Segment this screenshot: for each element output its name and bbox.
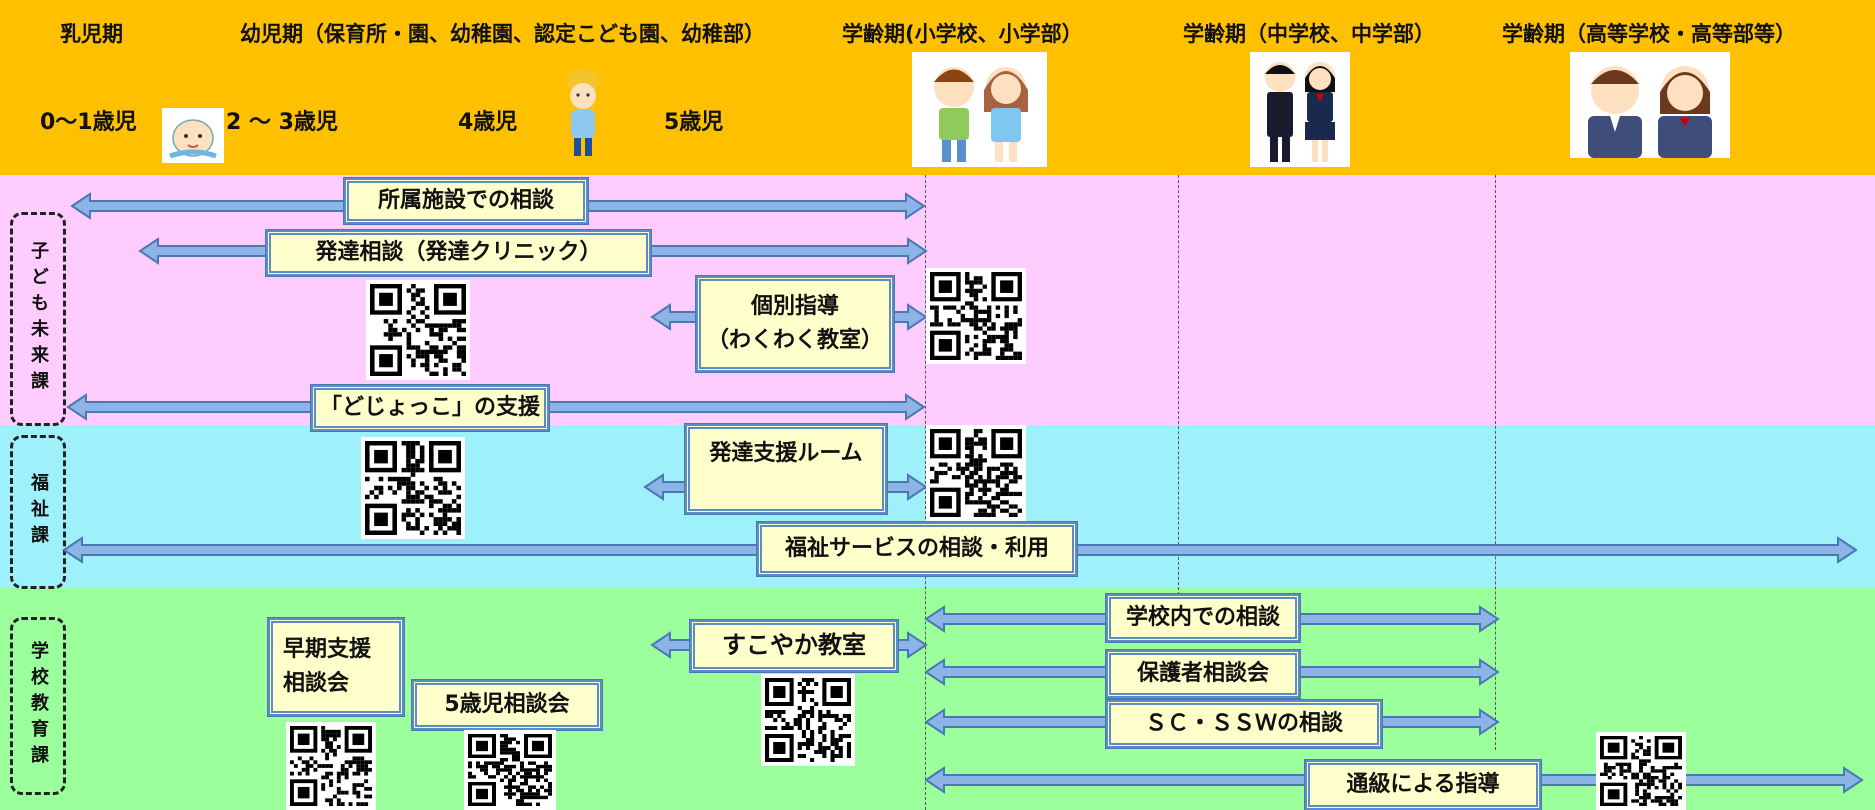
junior-high-students-icon bbox=[1250, 52, 1350, 167]
label-facility-consult: 所属施設での相談 bbox=[344, 178, 588, 224]
age-0-1: 0～1歳児 bbox=[40, 110, 137, 135]
label-early-support: 早期支援 相談会 bbox=[268, 618, 404, 716]
stage-high-school: 学齢期（高等学校・高等部等） bbox=[1502, 22, 1796, 46]
label-dev-consult: 発達相談（発達クリニック） bbox=[266, 230, 651, 276]
high-school-students-icon bbox=[1570, 52, 1730, 158]
qr-code-icon[interactable] bbox=[464, 730, 556, 810]
age-5: 5歳児 bbox=[664, 110, 724, 135]
divider-high-school bbox=[1495, 175, 1496, 750]
label-sc-ssw: ＳＣ・ＳＳＷの相談 bbox=[1106, 700, 1382, 748]
qr-code-icon[interactable] bbox=[1596, 732, 1686, 810]
label-guardian-consult: 保護者相談会 bbox=[1106, 650, 1300, 698]
elementary-students-icon bbox=[912, 52, 1047, 167]
label-five-year-consult: 5歳児相談会 bbox=[412, 680, 602, 730]
individual-line1: 個別指導 bbox=[750, 293, 839, 319]
age-2-3: 2 ～ 3歳児 bbox=[226, 110, 338, 135]
stage-junior-high: 学齢期（中学校、中学部） bbox=[1183, 22, 1435, 46]
divider-junior-high bbox=[1178, 175, 1179, 595]
dept-child-future: 子ども未来課 bbox=[10, 212, 66, 426]
baby-illustration-icon bbox=[162, 108, 224, 163]
qr-code-icon[interactable] bbox=[361, 437, 465, 539]
qr-code-icon[interactable] bbox=[926, 425, 1026, 521]
qr-code-icon[interactable] bbox=[761, 674, 855, 766]
label-welfare-service: 福祉サービスの相談・利用 bbox=[757, 522, 1077, 576]
kindergarten-child-icon bbox=[558, 66, 608, 166]
qr-code-icon[interactable] bbox=[286, 722, 376, 810]
early-support-line2: 相談会 bbox=[283, 671, 350, 696]
label-sukoyaka: すこやか教室 bbox=[690, 620, 898, 672]
label-in-school-consult: 学校内での相談 bbox=[1106, 594, 1300, 642]
divider-elementary bbox=[925, 175, 926, 810]
label-tsukyu: 通級による指導 bbox=[1305, 760, 1541, 810]
label-individual-guidance: 個別指導 （わくわく教室） bbox=[696, 276, 894, 372]
individual-line2: （わくわく教室） bbox=[706, 328, 883, 353]
stage-elementary: 学齢期(小学校、小学部） bbox=[842, 22, 1083, 46]
early-support-line1: 早期支援 bbox=[283, 636, 372, 662]
qr-code-icon[interactable] bbox=[926, 268, 1026, 364]
stage-infant: 乳児期 bbox=[60, 22, 123, 46]
label-dev-support-room: 発達支援ルーム bbox=[685, 424, 887, 514]
dept-welfare: 福祉課 bbox=[10, 435, 66, 589]
stage-preschool: 幼児期（保育所・園、幼稚園、認定こども園、幼稚部） bbox=[240, 22, 765, 46]
label-dojokko: 「どじょっこ」の支援 bbox=[311, 385, 549, 431]
dept-school-education: 学校教育課 bbox=[10, 617, 66, 795]
age-4: 4歳児 bbox=[458, 110, 518, 135]
qr-code-icon[interactable] bbox=[366, 280, 470, 380]
